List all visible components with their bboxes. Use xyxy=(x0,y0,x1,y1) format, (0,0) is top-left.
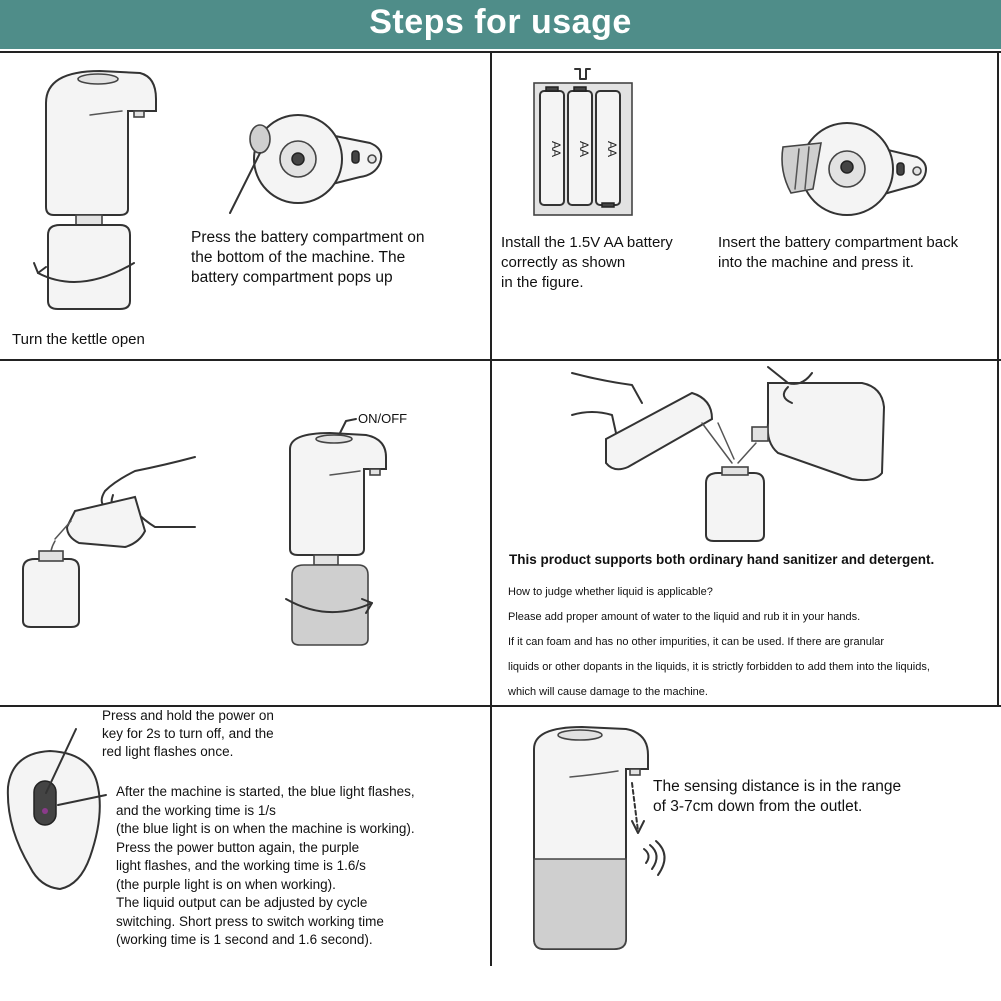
liquid-heading: This product supports both ordinary hand… xyxy=(509,552,935,567)
svg-text:AA: AA xyxy=(577,141,591,157)
battery-install-text: Install the 1.5V AA battery correctly as… xyxy=(501,234,673,291)
battery-tray-illustration: AA AA AA xyxy=(533,68,633,216)
panel-battery-install: AA AA AA Install the 1.5V AA battery cor… xyxy=(492,53,997,359)
battery-compartment-bottom-illustration xyxy=(229,114,383,214)
divider-top xyxy=(0,51,1001,53)
divider-row2 xyxy=(0,705,1001,707)
svg-text:AA: AA xyxy=(549,141,563,157)
panel-liquid-info: This product supports both ordinary hand… xyxy=(492,361,997,705)
liquid-line-2: Please add proper amount of water to the… xyxy=(508,611,861,623)
header-banner: Steps for usage xyxy=(0,0,1001,49)
open-label: Turn the kettle open xyxy=(12,331,145,348)
power-mode-text: After the machine is started, the blue l… xyxy=(116,784,415,947)
divider-right xyxy=(997,51,999,706)
liquid-line-5: which will cause damage to the machine. xyxy=(508,686,708,698)
panel-open-battery: Turn the kettle open Press the battery c… xyxy=(0,53,490,359)
battery-insert-illustration xyxy=(781,122,927,216)
liquid-line-3: If it can foam and has no other impuriti… xyxy=(508,636,885,648)
panel-power-button: Press and hold the power on key for 2s t… xyxy=(0,707,490,967)
battery-cell-label-3: AA xyxy=(605,141,619,157)
divider-center xyxy=(490,51,492,966)
pouring-hand-illustration xyxy=(22,456,196,628)
on-off-label: ON/OFF xyxy=(358,411,408,426)
panel-sensing: The sensing distance is in the range of … xyxy=(492,707,997,967)
liquid-line-4: liquids or other dopants in the liquids,… xyxy=(508,661,930,673)
sensing-text: The sensing distance is in the range of … xyxy=(653,778,902,815)
battery-cell-label-2: AA xyxy=(577,141,591,157)
refill-bottles-illustration xyxy=(571,366,886,542)
dispenser-opened-illustration xyxy=(33,69,157,310)
svg-text:AA: AA xyxy=(605,141,619,157)
liquid-line-1: How to judge whether liquid is applicabl… xyxy=(508,586,713,598)
battery-insert-text: Insert the battery compartment back into… xyxy=(718,234,959,271)
battery-cell-label-1: AA xyxy=(549,141,563,157)
divider-row1 xyxy=(0,359,1001,361)
page-title: Steps for usage xyxy=(369,3,632,41)
power-hold-text: Press and hold the power on key for 2s t… xyxy=(102,708,274,759)
sensing-dispenser-illustration xyxy=(533,725,666,950)
power-key-illustration xyxy=(6,728,107,891)
dispenser-onoff-illustration xyxy=(285,418,387,646)
panel-fill-liquid: ON/OFF xyxy=(0,361,490,705)
battery-press-text: Press the battery compartment on the bot… xyxy=(191,229,425,286)
